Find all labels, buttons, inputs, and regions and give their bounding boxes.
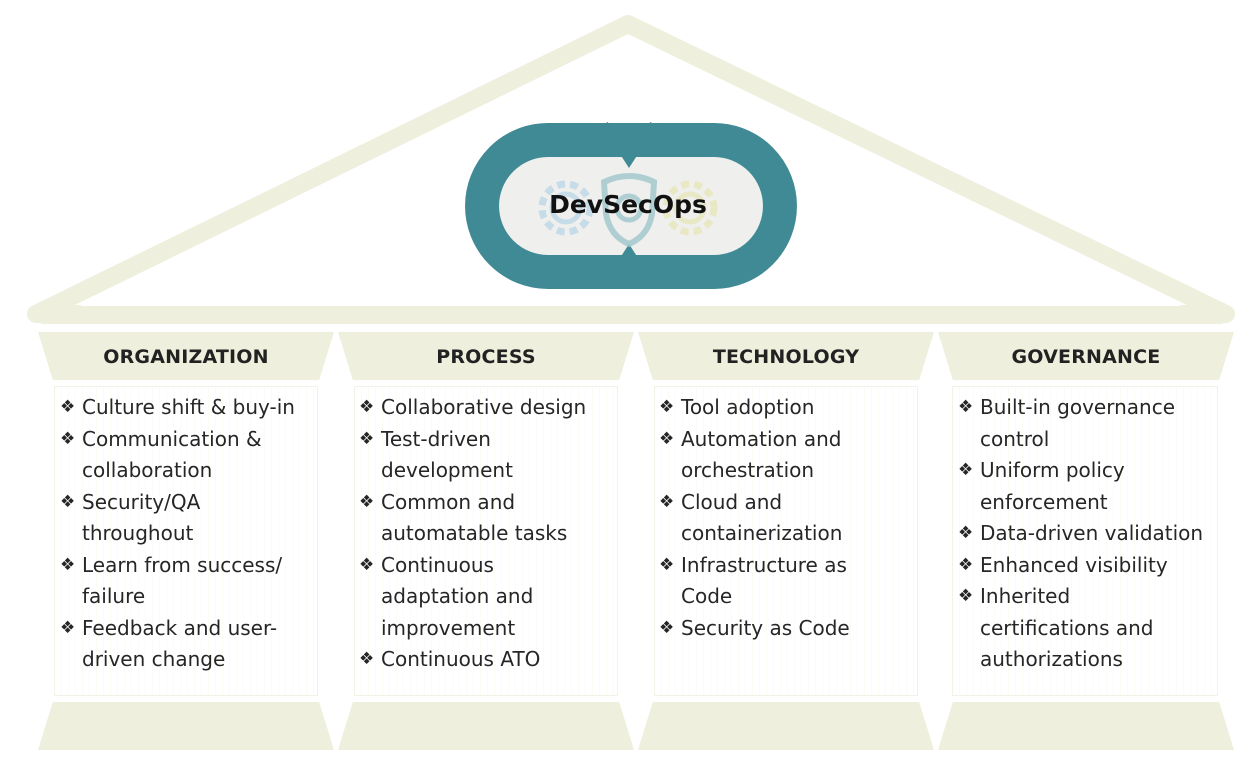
gear-icon [662,180,718,236]
diagram-title: DevSecOps [549,190,707,219]
list-item: Inherited certifications and authorizati… [958,581,1180,676]
pillar-list-governance: Built-in governance control Uniform poli… [958,392,1220,676]
list-item: Learn from success/ failure [60,550,322,613]
pillar-cap-process [338,332,634,380]
list-item: Security as Code [659,613,921,645]
list-item: Culture shift & buy-in [60,392,322,424]
shield-gear-icon [600,173,658,248]
pillar-list-process: Collaborative design Test-driven develop… [359,392,621,676]
infinity-loop-icon [465,121,797,289]
pillar-base-governance [938,702,1234,750]
list-item: Enhanced visibility [958,550,1220,582]
list-item: Uniform policy enforcement [958,455,1160,518]
pillar-base-organization [38,702,334,750]
list-item: Infrastructure as Code [659,550,881,613]
pillar-title-governance: GOVERNANCE [1011,346,1161,368]
list-item: Automation and orchestration [659,424,881,487]
pillar-list-organization: Culture shift & buy-in Communication & c… [60,392,322,676]
pillar-cap-organization [38,332,334,380]
list-item: Data-driven validation [958,518,1220,550]
list-item: Continuous ATO [359,644,621,676]
gear-icon [538,180,594,236]
list-item: Tool adoption [659,392,921,424]
list-item: Communication & collaboration [60,424,322,487]
pillar-base-technology [638,702,934,750]
list-item: Feedback and user-driven change [60,613,292,676]
list-item: Common and automatable tasks [359,487,606,550]
pillar-base-process [338,702,634,750]
list-item: Collaborative design [359,392,621,424]
list-item: Security/QA throughout [60,487,212,550]
list-item: Continuous adaptation and improvement [359,550,581,645]
pillar-list-technology: Tool adoption Automation and orchestrati… [659,392,921,644]
pillar-title-organization: ORGANIZATION [103,346,269,368]
pillar-cap-technology [638,332,934,380]
list-item: Cloud and containerization [659,487,881,550]
pillar-title-process: PROCESS [436,346,536,368]
list-item: Test-driven development [359,424,531,487]
list-item: Built-in governance control [958,392,1195,455]
pillar-title-technology: TECHNOLOGY [712,346,860,368]
pillar-cap-governance [938,332,1234,380]
roof-base-bar [36,306,1228,324]
